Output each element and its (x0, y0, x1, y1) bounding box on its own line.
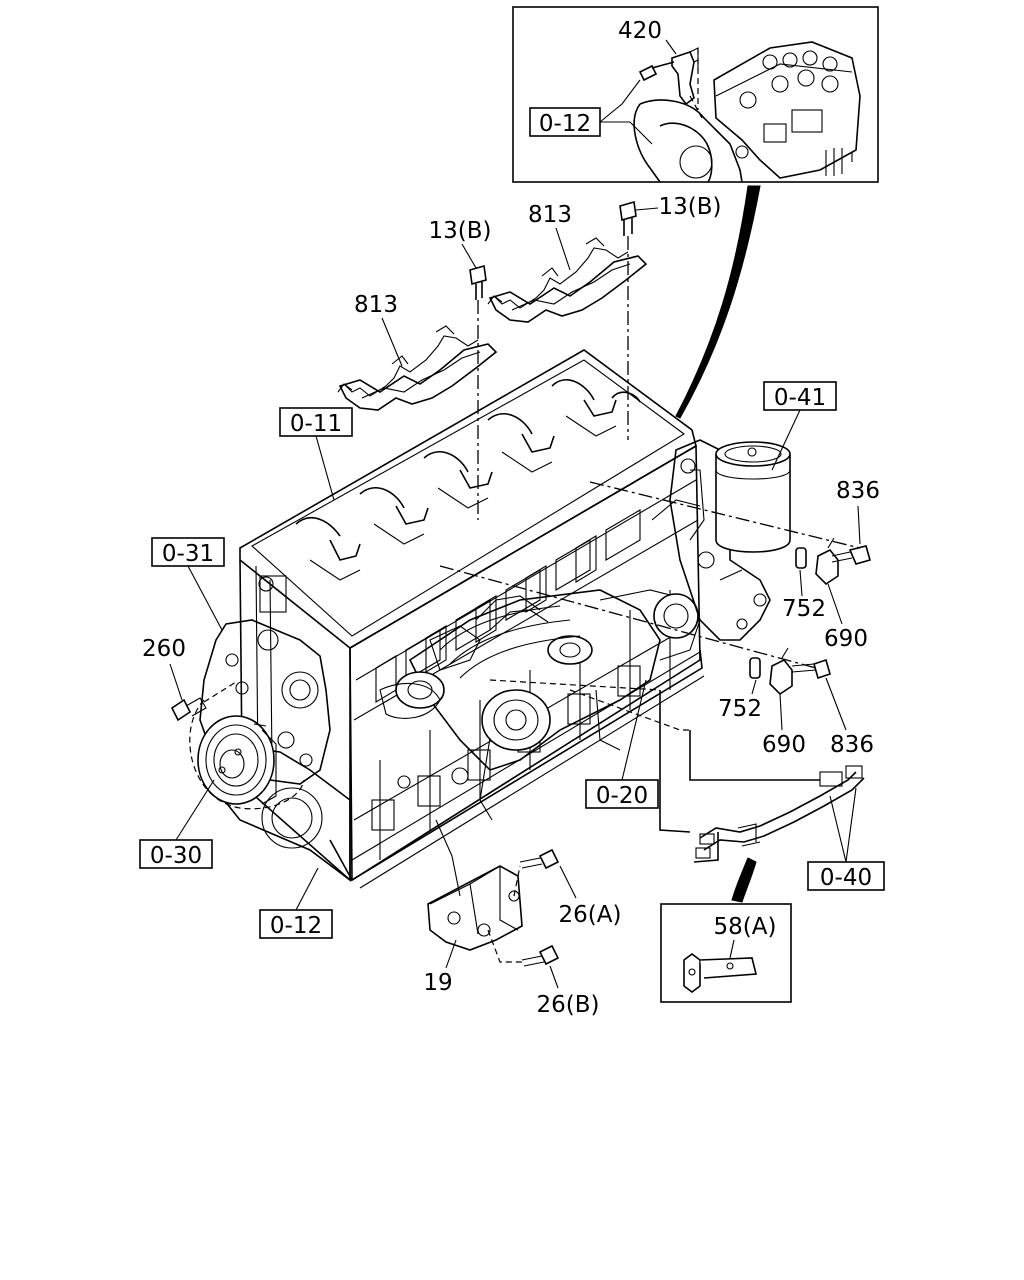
sensor-assembly-bottom (439, 565, 831, 696)
cylinder-head-part (713, 41, 861, 179)
cylinder-block (222, 349, 705, 889)
ref-690-top[interactable]: 690 (824, 626, 868, 652)
bolt-13b-right-part (619, 200, 637, 440)
ref-box-0-20 (585, 779, 659, 809)
flywheel-housing-part (633, 99, 743, 183)
ref-13b-right[interactable]: 13(B) (659, 194, 722, 220)
bolt-26b-part (487, 929, 560, 967)
ref-0-30[interactable]: 0-30 (150, 843, 202, 869)
ref-0-12-inset[interactable]: 0-12 (539, 111, 591, 137)
ref-813-top[interactable]: 813 (528, 202, 572, 228)
ref-0-40[interactable]: 0-40 (820, 865, 872, 891)
ref-13b-left[interactable]: 13(B) (429, 218, 492, 244)
ref-690-bottom[interactable]: 690 (762, 732, 806, 758)
bracket-420-part (671, 51, 695, 106)
fuel-lines-0-40 (659, 690, 865, 863)
injection-pump-area (379, 589, 701, 821)
ref-26a[interactable]: 26(A) (559, 902, 622, 928)
ref-752-top[interactable]: 752 (782, 596, 826, 622)
sensor-assembly-top (589, 481, 871, 586)
ref-0-20[interactable]: 0-20 (596, 783, 648, 809)
gasket-813-left (337, 325, 498, 411)
bolt-13b-left-part (469, 264, 487, 520)
ref-19[interactable]: 19 (423, 970, 452, 996)
bolt-part (638, 64, 658, 82)
oil-filter-assembly (651, 439, 791, 641)
ref-box-0-12-main (259, 909, 333, 939)
ref-836-top[interactable]: 836 (836, 478, 880, 504)
inset-detail-bottom: 58(A) (660, 857, 792, 1003)
ref-0-12-main[interactable]: 0-12 (270, 913, 322, 939)
front-cover-pulley (189, 619, 331, 810)
ref-752-bottom[interactable]: 752 (718, 696, 762, 722)
inset-pointer-arrow (675, 185, 761, 419)
ref-420[interactable]: 420 (618, 18, 662, 44)
inset-detail-top: 0-12 420 (512, 6, 879, 183)
ref-26b[interactable]: 26(B) (537, 992, 600, 1018)
ref-836-bottom[interactable]: 836 (830, 732, 874, 758)
ref-260[interactable]: 260 (142, 636, 186, 662)
engine-mount-bracket-19 (427, 819, 523, 951)
ref-box-0-12-inset (529, 107, 601, 137)
ref-box-0-41 (763, 381, 837, 411)
gasket-813-top (487, 237, 648, 323)
ref-0-41[interactable]: 0-41 (774, 385, 826, 411)
bolt-26a-part (513, 848, 560, 897)
sensor-260-part (170, 681, 237, 722)
ref-58a[interactable]: 58(A) (714, 914, 777, 940)
ref-box-0-30 (139, 839, 213, 869)
ref-0-31[interactable]: 0-31 (162, 541, 214, 567)
ref-813-left[interactable]: 813 (354, 292, 398, 318)
ref-0-11[interactable]: 0-11 (290, 411, 342, 437)
